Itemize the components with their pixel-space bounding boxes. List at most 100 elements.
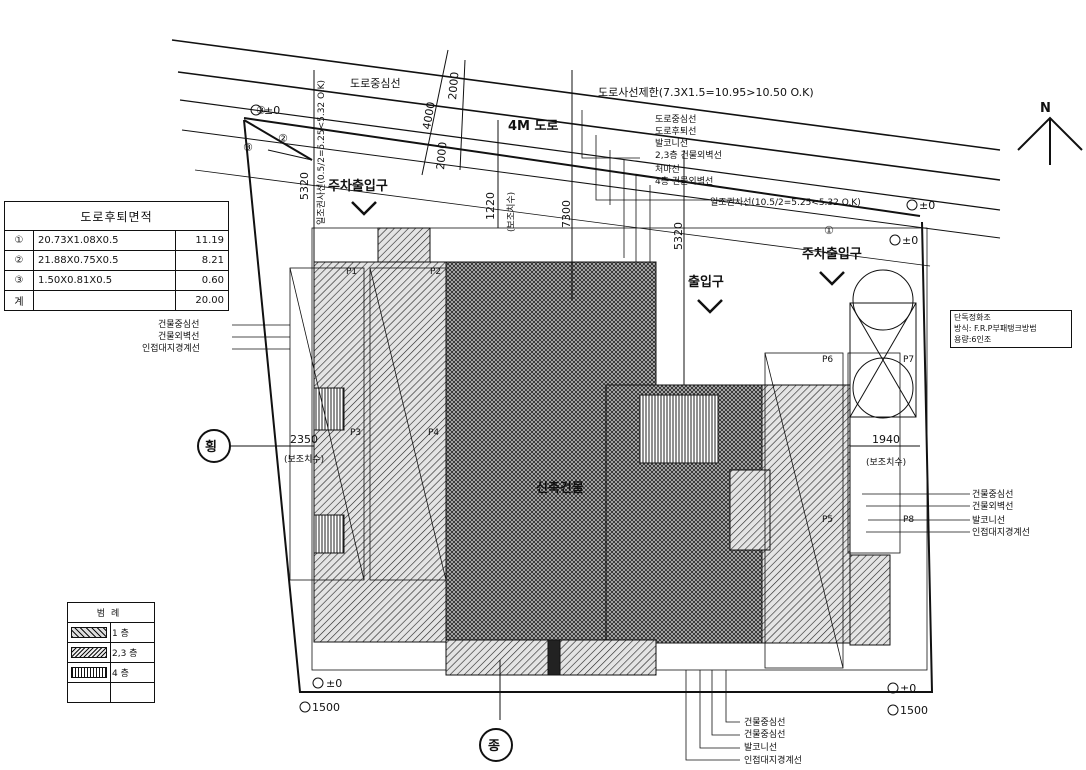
road-setback-line: 도로후퇴선 <box>655 126 696 137</box>
parking-label-p5: P5 <box>822 515 833 525</box>
legend-item-empty <box>67 682 155 703</box>
legend-swatch-crosshatch <box>67 642 111 663</box>
septic-tank <box>849 269 917 419</box>
row-calc: 20.73X1.08X0.5 <box>33 230 176 251</box>
parking-entrance-right: 주차출입구 <box>802 246 862 262</box>
section-marker-v <box>479 728 513 762</box>
dim-2000-top: 2000 <box>446 71 461 100</box>
building-footprint <box>313 227 891 676</box>
aux-mid: (보조치수) <box>505 192 517 232</box>
leader-lines <box>232 110 970 761</box>
section-h-label: 횡 <box>205 439 217 455</box>
legend-label: 4 층 <box>110 662 155 683</box>
level-markers: ±0 ±0 ±0 ±0 ±0 1500 1500 <box>250 104 935 717</box>
parking-label-p4: P4 <box>428 428 439 438</box>
right-outer: 건물외벽선 <box>972 500 1013 512</box>
area-table-title: 도로후퇴면적 <box>4 201 229 231</box>
legend-item: 2,3 층 <box>67 642 155 663</box>
row-no: ① <box>4 230 34 251</box>
section-v-label: 종 <box>488 739 500 754</box>
row-value: 20.00 <box>175 290 229 311</box>
right-adjacent: 인접대지경계선 <box>972 526 1030 538</box>
road-centerline-top: 도로중심선 <box>350 77 401 90</box>
row-value: 8.21 <box>175 250 229 271</box>
dim-5320-left: 5320 <box>298 172 311 200</box>
legend-label: 2,3 층 <box>110 642 155 663</box>
row-value: 0.60 <box>175 270 229 291</box>
dim-1940: 1940 <box>872 433 900 446</box>
septic-info-box: 단독정화조 방식: F.R.P부패탱크방법 용량:6인조 <box>950 310 1072 348</box>
section-marker-h <box>197 429 231 463</box>
row-calc: 21.88X0.75X0.5 <box>33 250 176 271</box>
dim-5320-right: 5320 <box>672 222 685 250</box>
parking-label-p3: P3 <box>350 428 361 438</box>
sun-limit-right: 일조권사선(10.5/2=5.25<5.32 O.K) <box>710 196 861 208</box>
aux-right: (보조치수) <box>866 456 906 468</box>
sun-limit-left: 일조권사선(0.5/2=5.25<5.32 O.K) <box>315 80 327 225</box>
entrance-arrows <box>351 201 845 314</box>
level-right-mid: ±0 <box>902 234 918 247</box>
building-name: 신축건물 <box>536 480 584 496</box>
parking-entrance-left: 주차출입구 <box>328 178 388 194</box>
legend-title: 범례 <box>67 602 155 623</box>
info-line1: 단독정화조 <box>954 313 991 322</box>
floor4-line: 4층 건물외벽선 <box>655 175 713 187</box>
level-bottom-left-1500: 1500 <box>312 701 340 714</box>
road-diagonal-limit: 도로사선제한(7.3X1.5=10.95>10.50 O.K) <box>598 86 814 99</box>
entrance-label: 출입구 <box>688 274 724 290</box>
road-centerline-2: 도로중심선 <box>655 114 696 125</box>
circle-2: ② <box>278 132 288 145</box>
right-balcony: 발코니선 <box>972 515 1005 526</box>
row-calc: 1.50X0.81X0.5 <box>33 270 176 291</box>
info-line2: 방식: F.R.P부패탱크방법 <box>954 324 1037 333</box>
right-center-1: 건물중심선 <box>972 489 1013 500</box>
parking-label-p8: P8 <box>903 515 914 525</box>
row-no: 계 <box>4 290 34 311</box>
dim-2000-bottom: 2000 <box>434 141 449 170</box>
road-setback-area-table: 도로후퇴면적 ① 20.73X1.08X0.5 11.19 ② 21.88X0.… <box>4 201 229 311</box>
legend-item: 1 층 <box>67 622 155 643</box>
dimension-lines <box>228 49 920 720</box>
bottom-center-2: 건물중심선 <box>744 729 785 740</box>
parking-labels: P1 P2 P3 P4 P5 P6 P7 P8 <box>346 267 914 525</box>
parking-label-p6: P6 <box>822 355 833 365</box>
dim-2350: 2350 <box>290 433 318 446</box>
table-row: ① 20.73X1.08X0.5 11.19 <box>4 230 229 251</box>
legend-item: 4 층 <box>67 662 155 683</box>
dim-4000: 4000 <box>420 101 438 131</box>
parking-label-p2: P2 <box>430 267 441 277</box>
circle-3b: ③ <box>243 141 253 154</box>
floor23-line: 2,3층 건물외벽선 <box>655 149 722 161</box>
parking-outlines <box>289 267 901 669</box>
parking-label-p1: P1 <box>346 267 357 277</box>
row-no: ③ <box>4 270 34 291</box>
balcony-line: 발코니선 <box>655 138 688 149</box>
left-building-center: 건물중심선 <box>158 319 199 330</box>
dim-1220: 1220 <box>484 192 497 220</box>
road-lines <box>171 39 1001 267</box>
level-bottom-left: ±0 <box>326 677 342 690</box>
row-value: 11.19 <box>175 230 229 251</box>
legend-swatch-diagonal <box>67 622 111 643</box>
table-row: ② 21.88X0.75X0.5 8.21 <box>4 250 229 271</box>
info-line3: 용량:6인조 <box>954 335 992 344</box>
bottom-balcony: 발코니선 <box>744 742 777 753</box>
level-bottom-right: ±0 <box>900 682 916 695</box>
road-width-label: 4M 도로 <box>508 119 558 134</box>
row-no: ② <box>4 250 34 271</box>
left-building-outer: 건물외벽선 <box>158 330 199 342</box>
north-label: N <box>1040 101 1051 116</box>
bottom-center-1: 건물중심선 <box>744 717 785 728</box>
level-bottom-right-1500: 1500 <box>900 704 928 717</box>
aux-left: (보조치수) <box>284 453 324 465</box>
legend-swatch-vertical <box>67 662 111 683</box>
level-top-left: ±0 <box>264 104 280 117</box>
legend-label: 1 층 <box>110 622 155 643</box>
legend-table: 범례 1 층 2,3 층 4 층 <box>67 602 155 703</box>
north-arrow <box>1017 116 1083 165</box>
table-row: 계 20.00 <box>4 290 229 311</box>
floor1-line: 처마선 <box>655 163 680 175</box>
row-calc <box>33 290 176 311</box>
table-row: ③ 1.50X0.81X0.5 0.60 <box>4 270 229 291</box>
